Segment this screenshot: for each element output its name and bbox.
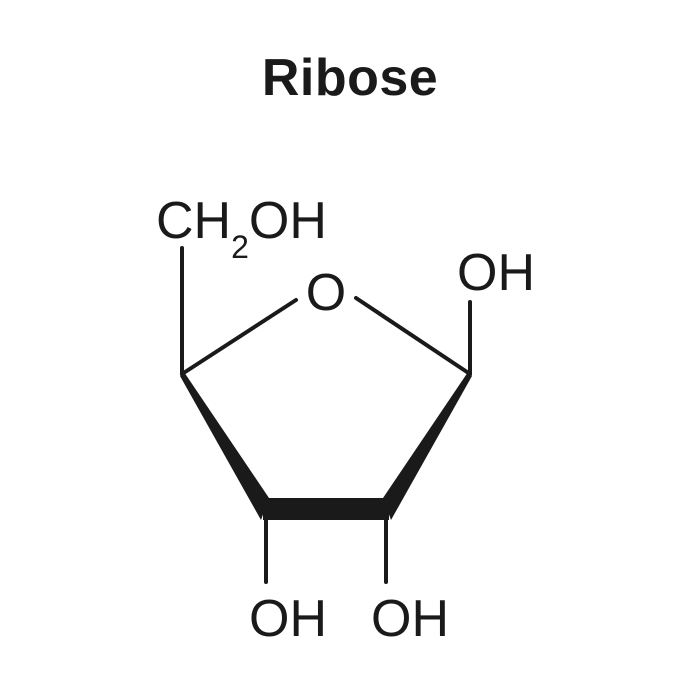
bond-c4-o bbox=[180, 298, 298, 376]
bond-o-c1 bbox=[354, 296, 472, 376]
diagram-title: Ribose bbox=[261, 49, 439, 107]
ch2oh-subscript: 2 bbox=[231, 229, 249, 265]
ch2oh-label: CH2OH bbox=[156, 192, 327, 265]
ch2oh-tail: OH bbox=[249, 192, 327, 250]
wedge-bond-c4-c3 bbox=[180, 372, 269, 520]
c1-hydroxyl-label: OH bbox=[457, 244, 535, 302]
wedge-bond-c2-c1 bbox=[383, 372, 472, 520]
bold-bond-c3-c2 bbox=[263, 498, 389, 520]
ring-oxygen-label: O bbox=[306, 264, 346, 322]
c3-hydroxyl-label: OH bbox=[249, 590, 327, 648]
c2-hydroxyl-label: OH bbox=[371, 590, 449, 648]
ch2oh-main: CH bbox=[156, 192, 231, 250]
